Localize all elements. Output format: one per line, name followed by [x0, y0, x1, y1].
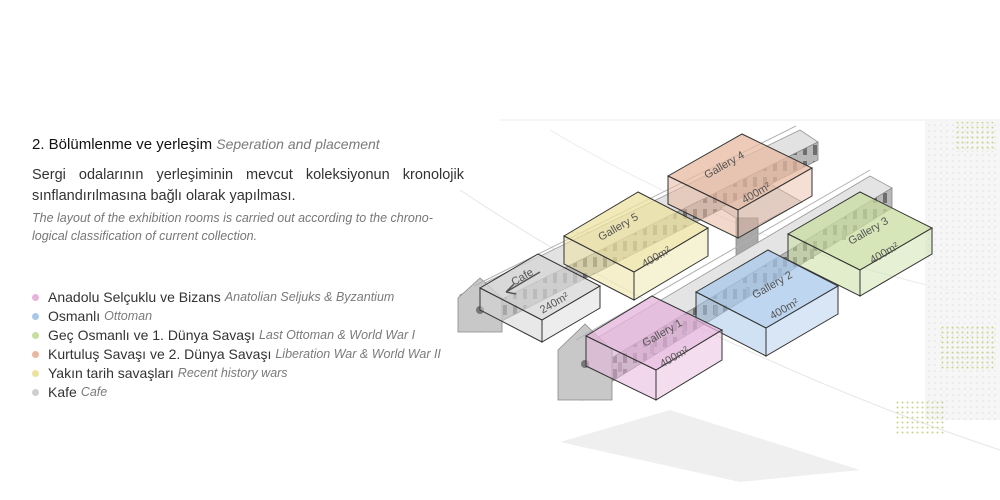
gallery-4-block: Gallery 4 400m² [666, 133, 814, 239]
description-en: The layout of the exhibition rooms is ca… [32, 211, 433, 243]
legend-item-cafe: Kafe Cafe [32, 383, 441, 402]
description-tr: Sergi odalarının yerleşiminin mevcut kol… [32, 167, 464, 204]
entrance-arrow-icon [505, 271, 541, 295]
legend-label-tr: Osmanlı [48, 308, 101, 324]
legend-label-tr: Anadolu Selçuklu ve Bizans [48, 289, 221, 305]
legend-label-en: Ottoman [104, 309, 153, 323]
text-panel: 2. Bölümlenme ve yerleşim Seperation and… [32, 136, 464, 245]
legend-label-tr: Yakın tarih savaşları [48, 365, 174, 381]
gallery-1-block: Gallery 1 400m² [584, 295, 724, 401]
heading-en: Seperation and placement [216, 136, 380, 152]
gallery-3-block: Gallery 3 400m² [786, 191, 934, 297]
legend-label-en: Cafe [80, 385, 108, 399]
gallery-2-block: Gallery 2 400m² [694, 249, 840, 357]
legend: Anadolu Selçuklu ve Bizans Anatolian Sel… [32, 288, 441, 402]
legend-label-en: Recent history wars [177, 366, 288, 380]
legend-label-en: Anatolian Seljuks & Byzantium [224, 290, 395, 304]
legend-item-seljuk: Anadolu Selçuklu ve Bizans Anatolian Sel… [32, 288, 441, 307]
building-diagram: Gallery 5 400m² Gallery 4 400m² Cafe 240… [457, 119, 1000, 482]
legend-item-recent: Yakın tarih savaşları Recent history war… [32, 364, 441, 383]
legend-dot-icon [32, 313, 39, 320]
section-heading: 2. Bölümlenme ve yerleşim Seperation and… [32, 136, 464, 153]
gallery-5-block: Gallery 5 400m² [562, 191, 710, 301]
legend-label-en: Last Ottoman & World War I [258, 328, 416, 342]
legend-item-late-ottoman: Geç Osmanlı ve 1. Dünya Savaşı Last Otto… [32, 326, 441, 345]
legend-item-liberation: Kurtuluş Savaşı ve 2. Dünya Savaşı Liber… [32, 345, 441, 364]
legend-item-ottoman: Osmanlı Ottoman [32, 307, 441, 326]
legend-label-tr: Kurtuluş Savaşı ve 2. Dünya Savaşı [48, 346, 272, 362]
legend-dot-icon [32, 294, 39, 301]
legend-dot-icon [32, 389, 39, 396]
legend-dot-icon [32, 332, 39, 339]
legend-label-en: Liberation War & World War II [275, 347, 441, 361]
cafe-block: Cafe 240m² [478, 253, 602, 343]
legend-label-tr: Geç Osmanlı ve 1. Dünya Savaşı [48, 327, 255, 343]
legend-dot-icon [32, 351, 39, 358]
legend-label-tr: Kafe [48, 384, 77, 400]
heading-tr: 2. Bölümlenme ve yerleşim [32, 136, 213, 153]
legend-dot-icon [32, 370, 39, 377]
